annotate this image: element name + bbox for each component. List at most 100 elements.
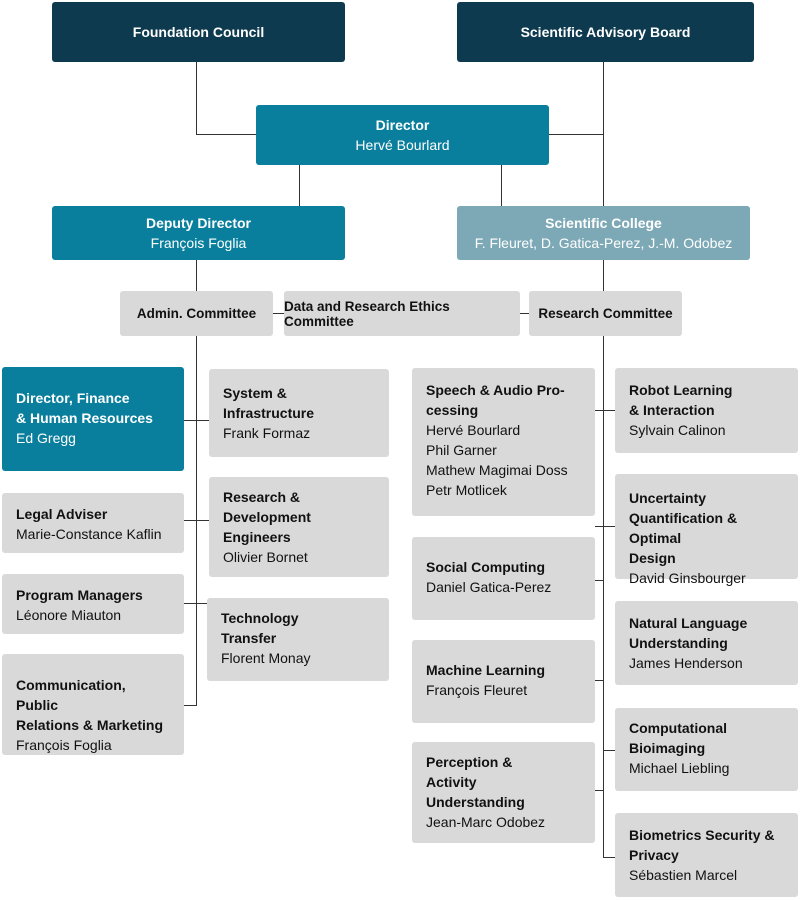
deputy-director-name: François Foglia	[150, 235, 247, 251]
unit-title-line: Infrastructure	[223, 405, 315, 421]
unit-title-line: Legal Adviser	[16, 506, 108, 522]
group-title-line: Biometrics Security &	[629, 827, 775, 843]
connector-foundation-director	[196, 62, 197, 135]
admin-unit-finance-hr: Director, Finance & Human Resources Ed G…	[2, 367, 184, 471]
unit-title-line: Communication, Public	[16, 677, 126, 713]
unit-person: Ed Gregg	[16, 430, 76, 446]
unit-title-line: Technology	[221, 610, 299, 626]
unit-person: Marie-Constance Kaflin	[16, 526, 162, 542]
connector-research-spine	[603, 336, 604, 857]
connector-research-h7	[603, 857, 616, 858]
connector-research-h1	[595, 410, 616, 411]
connector-admin-h1	[184, 420, 209, 421]
group-person: David Ginsbourger	[629, 570, 746, 586]
research-group-social-computing: Social Computing Daniel Gatica-Perez	[412, 537, 595, 620]
scientific-advisory-board-label: Scientific Advisory Board	[520, 24, 691, 40]
ethics-committee-label: Data and Research Ethics Committee	[284, 298, 450, 329]
research-committee-box: Research Committee	[529, 291, 682, 336]
unit-person: Frank Formaz	[223, 425, 311, 441]
group-person: Daniel Gatica-Perez	[426, 579, 552, 595]
group-title-line: Robot Learning	[629, 382, 733, 398]
research-group-robot-learning: Robot Learning & Interaction Sylvain Cal…	[615, 368, 798, 453]
group-person: Michael Liebling	[629, 760, 730, 776]
unit-person: François Foglia	[16, 737, 112, 753]
connector-director-college	[501, 165, 502, 206]
unit-title-line: Director, Finance	[16, 390, 130, 406]
research-group-computational-bioimaging: Computational Bioimaging Michael Lieblin…	[615, 708, 798, 791]
unit-title-line: & Human Resources	[16, 410, 153, 426]
group-title-line: Computational	[629, 720, 727, 736]
admin-unit-legal-adviser: Legal Adviser Marie-Constance Kaflin	[2, 493, 184, 553]
connector-admin-h3	[184, 603, 209, 604]
admin-unit-communication: Communication, Public Relations & Market…	[2, 654, 184, 755]
group-person: Phil Garner	[426, 442, 497, 458]
connector-admin-h2	[184, 520, 209, 521]
research-committee-label: Research Committee	[538, 306, 673, 321]
connector-research-h3	[595, 580, 604, 581]
group-person: Sylvain Calinon	[629, 422, 726, 438]
admin-committee-label: Admin. Committee	[136, 306, 257, 321]
connector-director-deputy	[299, 165, 300, 206]
scientific-college-title: Scientific College	[545, 215, 662, 231]
connector-research-h5	[595, 790, 604, 791]
connector-admin-h4	[184, 705, 197, 706]
connector-research-h4	[595, 680, 604, 681]
group-title-line: Bioimaging	[629, 740, 706, 756]
admin-committee-box: Admin. Committee	[120, 291, 273, 336]
scientific-advisory-board-box: Scientific Advisory Board	[457, 2, 754, 62]
research-group-uncertainty-quantification: Uncertainty Quantification & Optimal Des…	[615, 474, 798, 586]
research-group-biometrics-security: Biometrics Security & Privacy Sébastien …	[615, 813, 798, 897]
connector-deputy-admin	[196, 260, 197, 291]
group-title-line: Privacy	[629, 847, 679, 863]
group-title-line: Understanding	[426, 794, 525, 810]
foundation-council-box: Foundation Council	[52, 2, 345, 62]
group-person: François Fleuret	[426, 682, 528, 698]
group-title-line: Design	[629, 550, 676, 566]
group-title-line: Activity	[426, 774, 477, 790]
ethics-committee-box: Data and Research Ethics Committee	[284, 291, 520, 336]
unit-title-line: System &	[223, 385, 287, 401]
unit-title-line: Engineers	[223, 529, 291, 545]
unit-person: Léonore Miauton	[16, 607, 122, 623]
group-title-line: Natural Language	[629, 615, 748, 631]
unit-title-line: Research &	[223, 489, 301, 505]
group-title-line: & Interaction	[629, 402, 715, 418]
group-person: Sébastien Marcel	[629, 867, 738, 883]
research-group-speech-audio: Speech & Audio Pro- cessing Hervé Bourla…	[412, 368, 595, 516]
connector-admin-spine	[196, 336, 197, 706]
unit-person: Olivier Bornet	[223, 549, 308, 565]
deputy-director-title: Deputy Director	[145, 215, 252, 231]
connector-research-h2	[595, 526, 616, 527]
scientific-college-box: Scientific College F. Fleuret, D. Gatica…	[457, 206, 750, 260]
director-title: Director	[375, 117, 430, 133]
group-title-line: cessing	[426, 402, 479, 418]
group-title-line: Uncertainty	[629, 490, 707, 506]
foundation-council-label: Foundation Council	[132, 24, 265, 40]
connector-college-research	[603, 260, 604, 291]
group-person: Jean-Marc Odobez	[426, 814, 546, 830]
connector-research-h6	[603, 750, 616, 751]
unit-title-line: Program Managers	[16, 587, 143, 603]
connector-foundation-director-h	[196, 134, 256, 135]
group-title-line: Speech & Audio Pro-	[426, 382, 565, 398]
research-group-machine-learning: Machine Learning François Fleuret	[412, 640, 595, 723]
group-person: Petr Motlicek	[426, 482, 507, 498]
admin-unit-rd-engineers: Research & Development Engineers Olivier…	[209, 477, 389, 577]
connector-board-director-h	[549, 134, 604, 135]
unit-title-line: Transfer	[221, 630, 277, 646]
group-title-line: Machine Learning	[426, 662, 546, 678]
group-person: James Henderson	[629, 655, 743, 671]
admin-unit-technology-transfer: Technology Transfer Florent Monay	[207, 598, 389, 681]
unit-title-line: Relations & Marketing	[16, 717, 164, 733]
director-name: Hervé Bourlard	[355, 137, 450, 153]
group-person: Mathew Magimai Doss	[426, 462, 568, 478]
unit-person: Florent Monay	[221, 650, 311, 666]
research-group-natural-language: Natural Language Understanding James Hen…	[615, 601, 798, 685]
director-box: Director Hervé Bourlard	[256, 105, 549, 165]
group-title-line: Quantification & Optimal	[629, 510, 738, 546]
unit-title-line: Development	[223, 509, 311, 525]
group-person: Hervé Bourlard	[426, 422, 521, 438]
research-group-perception-activity: Perception & Activity Understanding Jean…	[412, 742, 595, 843]
group-title-line: Perception &	[426, 754, 513, 770]
group-title-line: Understanding	[629, 635, 728, 651]
